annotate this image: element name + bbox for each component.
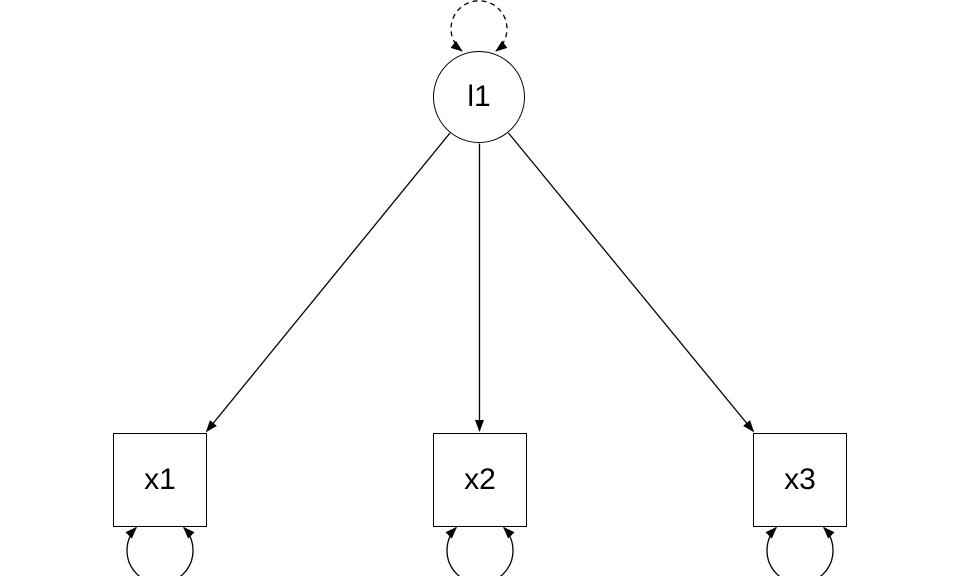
residual-loop-x3 (765, 526, 835, 576)
manifest-node-x2: x2 (433, 433, 527, 527)
manifest-node-x3: x3 (753, 433, 847, 527)
manifest-node-label: x1 (144, 463, 176, 496)
latent-node-l1: l1 (433, 51, 525, 143)
edge-l1-x3 (507, 132, 755, 433)
manifest-node-label: x3 (784, 463, 816, 496)
edge-l1-x1 (205, 132, 451, 433)
manifest-node-label: x2 (464, 463, 496, 496)
variance-loop-l1 (450, 0, 508, 52)
residual-loop-x2 (445, 526, 515, 576)
manifest-node-x1: x1 (113, 433, 207, 527)
residual-loop-x1 (125, 526, 195, 576)
latent-node-label: l1 (467, 80, 491, 113)
